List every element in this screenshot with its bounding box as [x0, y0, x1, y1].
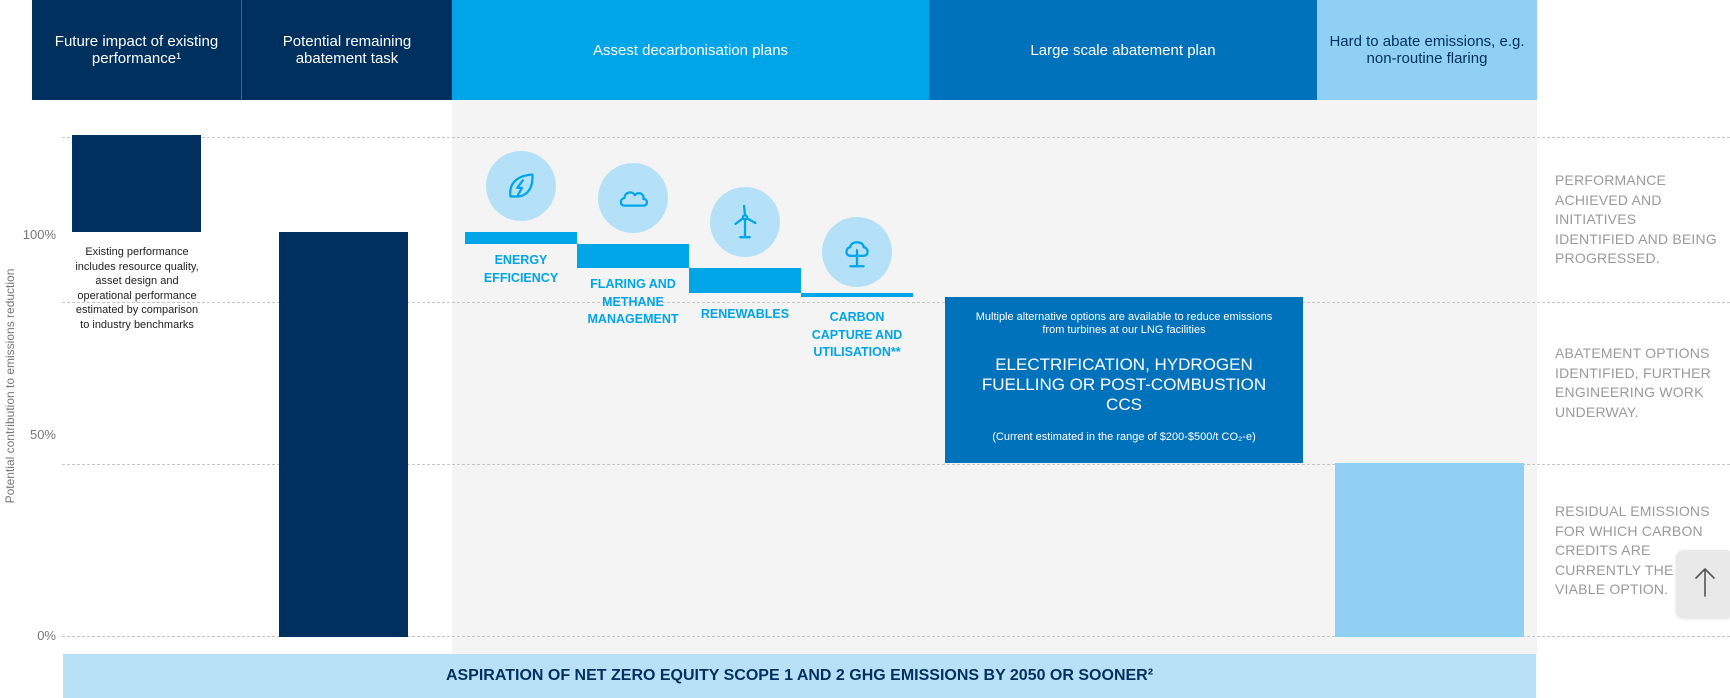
arrow-up-icon	[1692, 566, 1718, 603]
side-label-abatement-options: ABATEMENT OPTIONS IDENTIFIED, FURTHER EN…	[1555, 345, 1711, 420]
bar-hard-to-abate	[1335, 462, 1524, 637]
cloud-icon	[598, 163, 668, 233]
large-scale-cost: (Current estimated in the range of $200-…	[992, 430, 1256, 443]
side-label-performance: PERFORMANCE ACHIEVED AND INITIATIVES IDE…	[1555, 172, 1717, 266]
gridline-baseline	[62, 636, 1730, 637]
header-large-scale-plan: Large scale abatement plan	[929, 0, 1317, 100]
existing-performance-note: Existing performance includes resource q…	[75, 246, 199, 331]
y-tick-100: 100%	[22, 227, 56, 242]
step-label-flaring-methane: FLARING AND METHANE MANAGEMENT	[587, 277, 679, 326]
bar-flaring-methane	[577, 244, 689, 269]
scroll-to-top-button[interactable]	[1676, 550, 1730, 618]
gridline-top	[62, 137, 1730, 138]
tree-icon	[822, 217, 892, 287]
gridline-lower	[62, 464, 1730, 465]
bar-carbon-capture	[801, 292, 913, 297]
side-label-residual-emissions: RESIDUAL EMISSIONS FOR WHICH CARBON CRED…	[1555, 503, 1716, 597]
bar-large-scale-abatement: Multiple alternative options are availab…	[945, 296, 1303, 463]
y-axis-label: Potential contribution to emissions redu…	[3, 268, 17, 504]
gridline-middle	[62, 302, 1730, 303]
wind-turbine-icon	[710, 187, 780, 257]
large-scale-intro: Multiple alternative options are availab…	[975, 310, 1273, 336]
step-label-renewables: RENEWABLES	[700, 307, 790, 321]
energy-leaf-icon	[486, 151, 556, 221]
bar-remaining-task	[279, 232, 408, 637]
header-decarbonisation-plans: Assest decarbonisation plans	[452, 0, 929, 100]
y-tick-50: 50%	[29, 427, 56, 442]
bar-energy-efficiency	[465, 232, 577, 245]
header-remaining-task: Potential remaining abatement task	[241, 0, 452, 100]
large-scale-options: ELECTRIFICATION, HYDROGEN FUELLING OR PO…	[981, 354, 1267, 414]
bar-existing-performance	[72, 134, 201, 232]
step-label-carbon-capture: CARBON CAPTURE AND UTILISATION**	[811, 310, 903, 359]
header-existing-performance: Future impact of existing performance¹	[32, 0, 241, 100]
net-zero-aspiration-banner: ASPIRATION OF NET ZERO EQUITY SCOPE 1 AN…	[63, 654, 1536, 698]
y-tick-0: 0%	[37, 628, 56, 643]
header-hard-to-abate: Hard to abate emissions, e.g. non-routin…	[1317, 0, 1537, 100]
step-label-energy-efficiency: ENERGY EFFICIENCY	[483, 253, 559, 285]
bar-renewables	[689, 268, 801, 293]
